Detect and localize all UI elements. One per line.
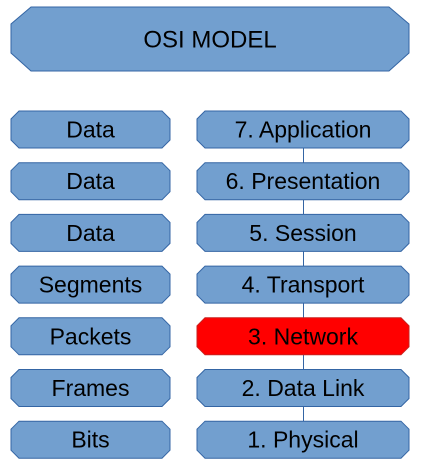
- pdu-bits-1: Bits: [10, 420, 171, 459]
- layer-label: 3. Network: [248, 323, 358, 349]
- layer-4-transport: 4. Transport: [196, 265, 410, 304]
- layer-label: 5. Session: [249, 220, 356, 246]
- layer-label: 6. Presentation: [226, 168, 381, 194]
- title-text: OSI MODEL: [143, 27, 276, 54]
- pdu-segments-4: Segments: [10, 265, 171, 304]
- pdu-label: Data: [66, 220, 115, 246]
- pdu-label: Segments: [39, 272, 143, 298]
- pdu-box: [10, 420, 171, 459]
- pdu-data-5: Data: [10, 213, 171, 252]
- title-banner: OSI MODEL: [10, 6, 410, 72]
- pdu-packets-3: Packets: [10, 317, 171, 356]
- layer-box-highlighted: [196, 317, 410, 356]
- layer-7-application: 7. Application: [196, 110, 410, 149]
- pdu-label: Data: [66, 117, 115, 143]
- layer-box: [196, 369, 410, 407]
- layer-5-session: 5. Session: [196, 213, 410, 252]
- pdu-frames-2: Frames: [10, 369, 171, 407]
- pdu-box: [10, 317, 171, 356]
- pdu-box: [10, 265, 171, 304]
- layer-1-physical: 1. Physical: [196, 420, 410, 459]
- pdu-box: [10, 213, 171, 252]
- pdu-label: Data: [66, 168, 115, 194]
- layer-2-data-link: 2. Data Link: [196, 369, 410, 407]
- layer-label: 1. Physical: [247, 427, 358, 453]
- pdu-box: [10, 162, 171, 201]
- pdu-data-6: Data: [10, 162, 171, 201]
- pdu-data-7: Data: [10, 110, 171, 149]
- pdu-label: Bits: [71, 427, 109, 453]
- pdu-label: Packets: [50, 323, 132, 349]
- layer-box: [196, 265, 410, 304]
- layer-box: [196, 213, 410, 252]
- pdu-box: [10, 369, 171, 407]
- layer-box: [196, 110, 410, 149]
- pdu-label: Frames: [52, 375, 130, 401]
- layer-label: 7. Application: [235, 117, 372, 143]
- layer-box: [196, 420, 410, 459]
- layer-label: 4. Transport: [242, 272, 365, 298]
- layer-3-network: 3. Network: [196, 317, 410, 356]
- pdu-box: [10, 110, 171, 149]
- layer-box: [196, 162, 410, 201]
- layer-label: 2. Data Link: [242, 375, 365, 401]
- title-box: [10, 6, 410, 72]
- layer-6-presentation: 6. Presentation: [196, 162, 410, 201]
